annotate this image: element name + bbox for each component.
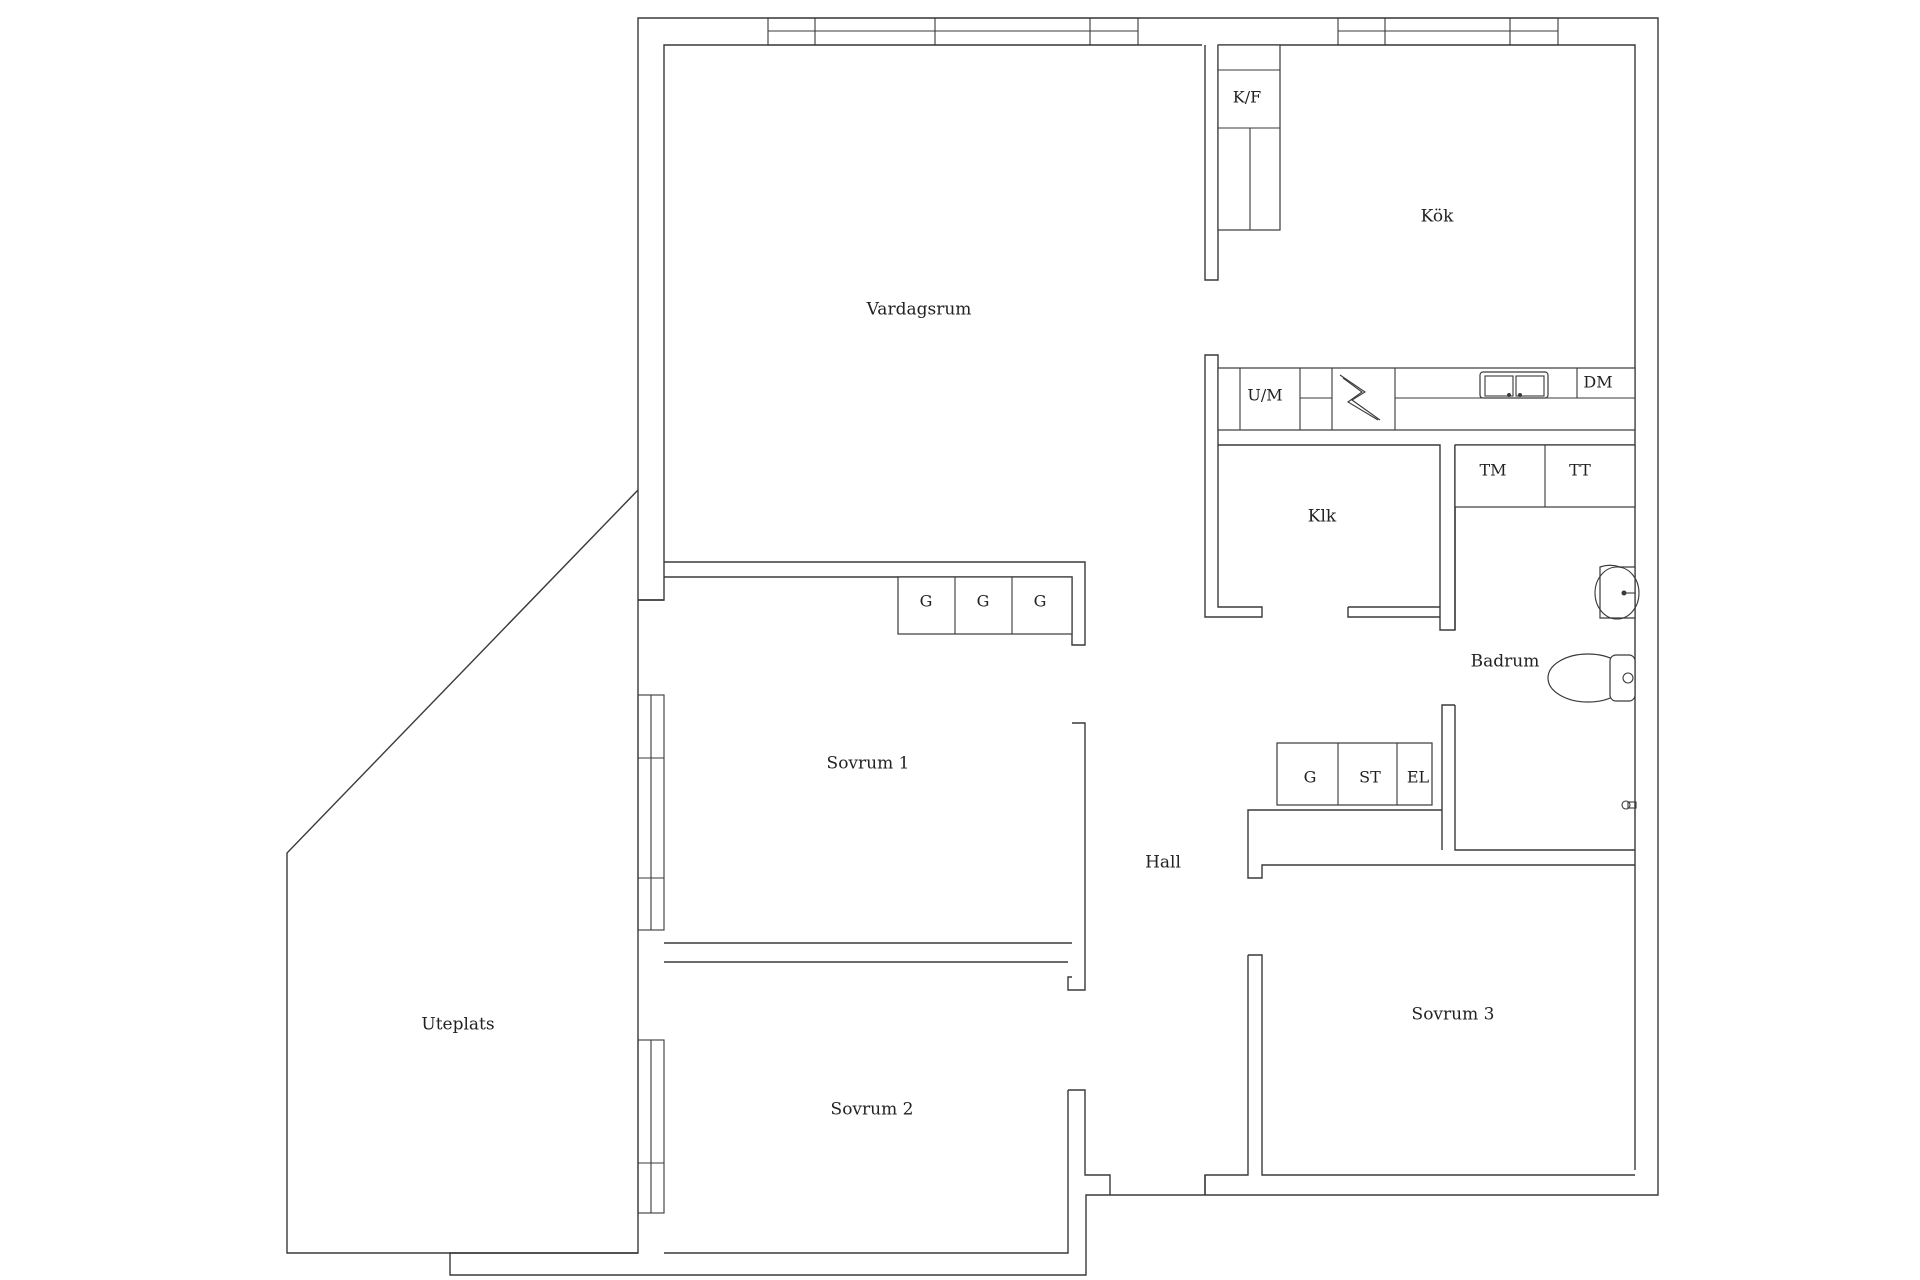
- room-label-hall: Hall: [1145, 853, 1181, 873]
- fixture-label-um: U/M: [1247, 386, 1282, 405]
- room-label-uteplats: Uteplats: [421, 1015, 494, 1035]
- fixture-label-tt: TT: [1569, 461, 1591, 480]
- room-label-klk: Klk: [1308, 507, 1337, 527]
- toilet-icon: [1547, 653, 1636, 703]
- fixture-label-tm: TM: [1479, 461, 1506, 480]
- fixture-label-g-1: G: [920, 592, 933, 611]
- washbasin-icon: [1594, 564, 1640, 620]
- top-windows: [767, 17, 1559, 46]
- fixture-label-g-hall: G: [1304, 768, 1317, 787]
- fixture-label-kf: K/F: [1233, 88, 1261, 107]
- fixture-label-g-2: G: [977, 592, 990, 611]
- tap-icon: [1621, 800, 1637, 810]
- wardrobes-sovrum1: [897, 576, 1073, 635]
- room-label-vardagsrum: Vardagsrum: [866, 300, 972, 320]
- fixture-label-dm: DM: [1583, 373, 1612, 392]
- hall-closets: [1276, 742, 1433, 806]
- terrace-outline: [286, 489, 639, 1254]
- interior-walls: [638, 45, 1635, 1254]
- kitchen-fixtures: [1217, 44, 1636, 431]
- room-labels: Vardagsrum Kök Klk Badrum Hall Sovrum 1 …: [421, 207, 1539, 1120]
- room-label-kok: Kök: [1421, 207, 1454, 227]
- fixture-label-g-3: G: [1034, 592, 1047, 611]
- room-label-sovrum3: Sovrum 3: [1412, 1005, 1495, 1025]
- room-label-sovrum1: Sovrum 1: [827, 754, 910, 774]
- room-label-sovrum2: Sovrum 2: [831, 1100, 914, 1120]
- room-label-badrum: Badrum: [1471, 652, 1540, 672]
- bathroom-fixtures: [1454, 444, 1640, 810]
- fixture-label-el: EL: [1407, 768, 1430, 787]
- outer-walls: [449, 17, 1659, 1276]
- fixture-label-st: ST: [1359, 768, 1381, 787]
- left-windows: [637, 694, 665, 1214]
- fixture-labels: K/F U/M DM TM TT G G G G ST EL: [920, 88, 1613, 787]
